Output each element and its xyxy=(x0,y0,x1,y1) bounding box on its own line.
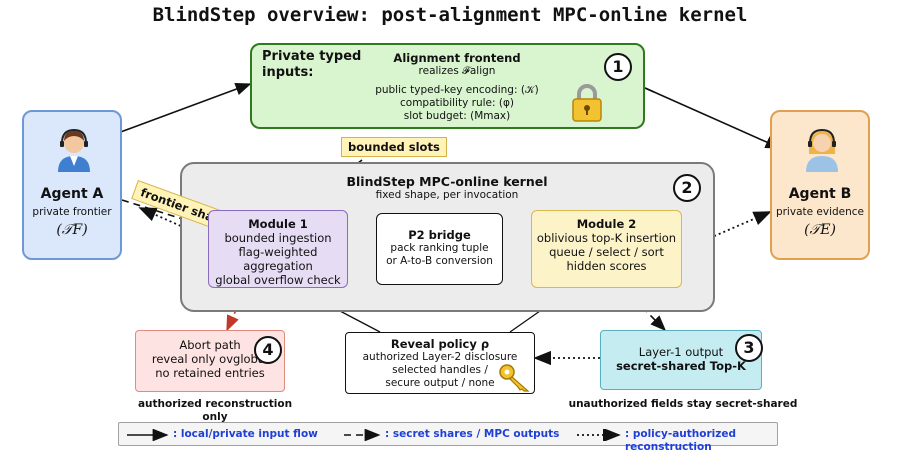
module2-line2: queue / select / sort xyxy=(549,245,664,259)
p2-title: P2 bridge xyxy=(408,228,471,242)
agent-a-symbol: (𝒯F) xyxy=(56,222,88,238)
step-number-4: 4 xyxy=(254,336,282,364)
module1-line1: bounded ingestion xyxy=(224,231,332,245)
step-number-1: 1 xyxy=(604,53,632,81)
arrow-frontend-to-agent-b xyxy=(644,87,782,149)
agent-b-role: private evidence xyxy=(775,206,865,218)
module2-box: Module 2 oblivious top-K insertion queue… xyxy=(531,210,682,288)
module1-title: Module 1 xyxy=(248,217,308,231)
arrow-b-to-frontend-stub xyxy=(644,87,655,93)
kernel-sub: fixed shape, per invocation xyxy=(375,189,519,201)
frontend-line-encoding: public typed-key encoding: (𝒦) xyxy=(375,84,539,96)
legend-dashed-label: : secret shares / MPC outputs xyxy=(385,428,560,440)
reveal-line2: selected handles / xyxy=(392,364,488,376)
module2-line3: hidden scores xyxy=(566,259,647,273)
frontend-heading: Alignment frontend xyxy=(393,51,521,65)
padlock-icon xyxy=(570,83,604,123)
page-title: BlindStep overview: post-alignment MPC-o… xyxy=(152,4,748,26)
agent-b-box: Agent B private evidence (𝒯E) xyxy=(770,110,870,260)
layer1-output-box: Layer-1 output secret-shared Top-K 3 xyxy=(600,330,763,390)
abort-line3: no retained entries xyxy=(155,366,265,380)
p2-line2: or A-to-B conversion xyxy=(386,255,493,267)
abort-caption: authorized reconstruction only xyxy=(137,398,293,423)
agent-a-role: private frontier xyxy=(32,206,112,218)
agent-a-avatar xyxy=(54,126,94,176)
bounded-slots-tag: bounded slots xyxy=(341,137,447,157)
legend-solid-label: : local/private input flow xyxy=(173,428,318,440)
frontend-line-budget: slot budget: (Mmax) xyxy=(403,110,511,122)
module1-line2: flag-weighted aggregation xyxy=(238,245,318,273)
agent-a-name: Agent A xyxy=(40,186,104,202)
agent-b-avatar xyxy=(802,126,842,176)
abort-path-box: Abort path reveal only ovglobal no retai… xyxy=(135,330,285,392)
agent-a-box: Agent A private frontier (𝒯F) xyxy=(22,110,122,260)
module2-title: Module 2 xyxy=(576,217,637,231)
reveal-title: Reveal policy ρ xyxy=(390,337,490,351)
legend-dotted-label: : policy-authorized reconstruction xyxy=(625,428,737,453)
arrow-agent-a-to-frontend xyxy=(117,83,252,134)
agent-b-name: Agent B xyxy=(788,186,852,202)
agent-b-symbol: (𝒯E) xyxy=(804,222,836,238)
layer1-caption: unauthorized fields stay secret-shared xyxy=(568,398,798,410)
step-number-3: 3 xyxy=(735,334,763,362)
private-inputs-label: Private typed inputs: xyxy=(262,49,362,80)
p2-line1: pack ranking tuple xyxy=(390,242,489,254)
layer1-line2: secret-shared Top-K xyxy=(616,359,746,373)
legend-box: : local/private input flow : secret shar… xyxy=(118,422,778,453)
p2-bridge-box: P2 bridge pack ranking tuple or A-to-B c… xyxy=(376,213,503,285)
frontend-line-compat: compatibility rule: (φ) xyxy=(400,97,514,109)
frontend-sub: realizes 𝓕align xyxy=(418,65,496,77)
abort-line2: reveal only ovglobal xyxy=(151,352,269,366)
alignment-frontend-box: Private typed inputs: Alignment frontend… xyxy=(250,43,645,129)
module1-box: Module 1 bounded ingestion flag-weighted… xyxy=(208,210,348,288)
step-number-2: 2 xyxy=(673,174,701,202)
module1-line3: global overflow check xyxy=(215,273,341,287)
arrow-module1-to-agent-a xyxy=(138,207,209,239)
reveal-policy-box: Reveal policy ρ authorized Layer-2 discl… xyxy=(345,332,535,394)
reveal-line1: authorized Layer-2 disclosure xyxy=(362,351,518,363)
legend-line-samples xyxy=(127,429,621,441)
reveal-line3: secure output / none xyxy=(385,377,495,389)
kernel-title: BlindStep MPC-online kernel xyxy=(346,174,548,189)
key-icon xyxy=(498,363,532,397)
abort-line1: Abort path xyxy=(179,338,241,352)
layer1-line1: Layer-1 output xyxy=(638,345,724,359)
module2-line1: oblivious top-K insertion xyxy=(536,231,677,245)
